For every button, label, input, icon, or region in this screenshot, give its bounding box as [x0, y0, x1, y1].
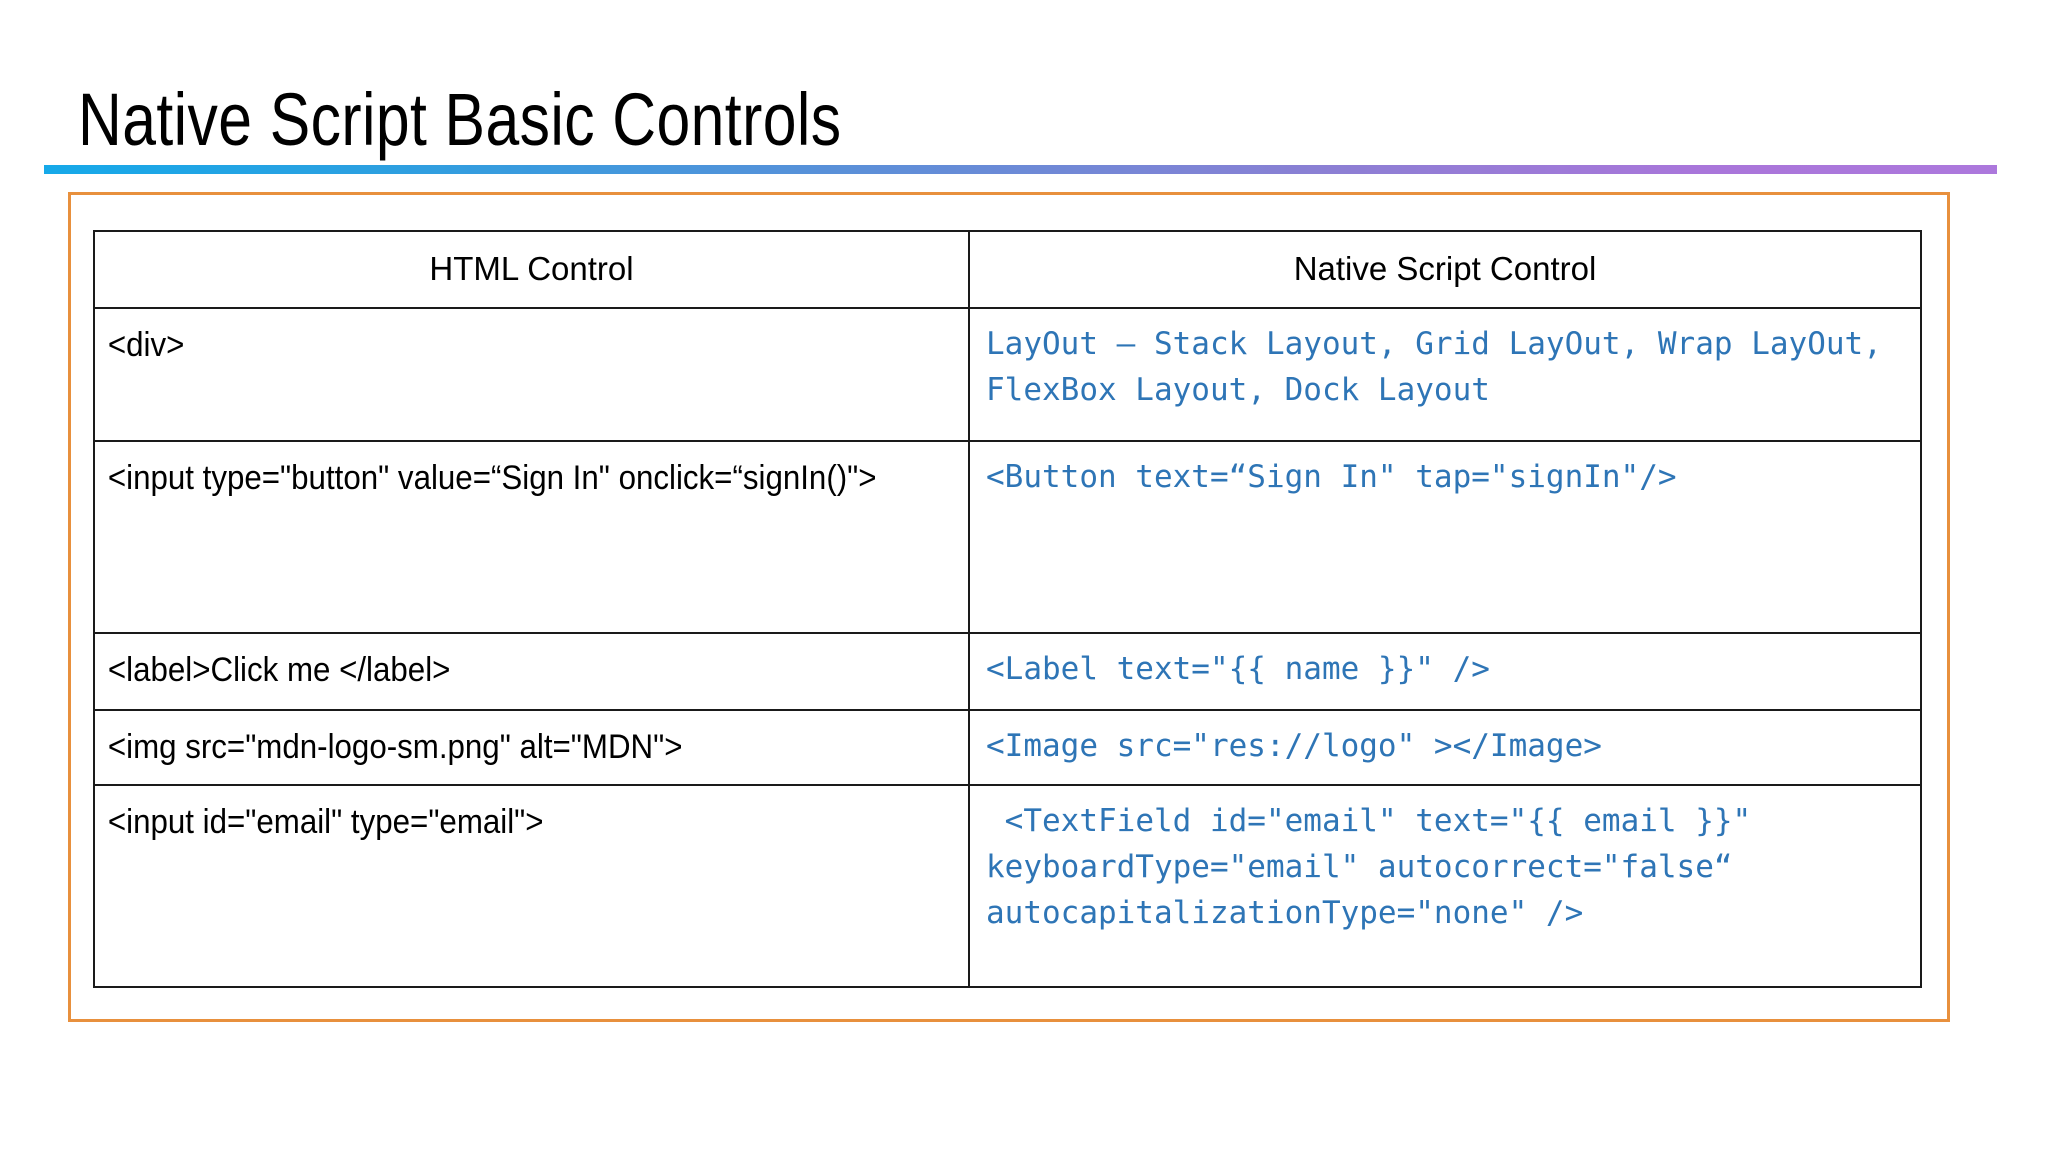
title-underline-gradient: [44, 165, 1997, 174]
column-header-native-script-control-label: Native Script Control: [1293, 250, 1597, 287]
nativescript-snippet: <TextField id="email" text="{{ email }}"…: [986, 803, 1770, 931]
table-row: <label>Click me </label> <Label text="{{…: [93, 632, 1922, 711]
column-header-html-control-label: HTML Control: [429, 250, 634, 287]
cell-native-control: <TextField id="email" text="{{ email }}"…: [968, 784, 1922, 988]
html-snippet: <div>: [107, 326, 185, 364]
cell-native-control: <Button text=“Sign In" tap="signIn"/>: [968, 440, 1922, 634]
cell-native-control: <Label text="{{ name }}" />: [968, 632, 1922, 711]
column-header-native-script-control: Native Script Control: [968, 230, 1922, 309]
table-row: <input type="button" value=“Sign In" onc…: [93, 440, 1922, 634]
column-header-html-control: HTML Control: [93, 230, 970, 309]
nativescript-snippet: <Button text=“Sign In" tap="signIn"/>: [986, 459, 1677, 495]
cell-native-control: <Image src="res://logo" ></Image>: [968, 709, 1922, 786]
nativescript-snippet: <Label text="{{ name }}" />: [986, 651, 1490, 687]
table-row: <input id="email" type="email"> <TextFie…: [93, 784, 1922, 988]
html-snippet: <input type="button" value=“Sign In" onc…: [107, 459, 877, 497]
table-row: <img src="mdn-logo-sm.png" alt="MDN"> <I…: [93, 709, 1922, 786]
cell-html-control: <input type="button" value=“Sign In" onc…: [93, 440, 970, 634]
cell-html-control: <input id="email" type="email">: [93, 784, 970, 988]
html-snippet: <input id="email" type="email">: [107, 803, 544, 841]
cell-html-control: <label>Click me </label>: [93, 632, 970, 711]
table-row: <div> LayOut – Stack Layout, Grid LayOut…: [93, 307, 1922, 442]
page-title: Native Script Basic Controls: [78, 78, 842, 161]
cell-html-control: <div>: [93, 307, 970, 442]
controls-comparison-table: HTML Control Native Script Control <div>…: [93, 230, 1922, 988]
table-header-row: HTML Control Native Script Control: [93, 230, 1922, 309]
cell-html-control: <img src="mdn-logo-sm.png" alt="MDN">: [93, 709, 970, 786]
nativescript-snippet: LayOut – Stack Layout, Grid LayOut, Wrap…: [986, 326, 1901, 408]
html-snippet: <label>Click me </label>: [107, 651, 451, 689]
html-snippet: <img src="mdn-logo-sm.png" alt="MDN">: [107, 728, 683, 766]
nativescript-snippet: <Image src="res://logo" ></Image>: [986, 728, 1602, 764]
cell-native-control: LayOut – Stack Layout, Grid LayOut, Wrap…: [968, 307, 1922, 442]
